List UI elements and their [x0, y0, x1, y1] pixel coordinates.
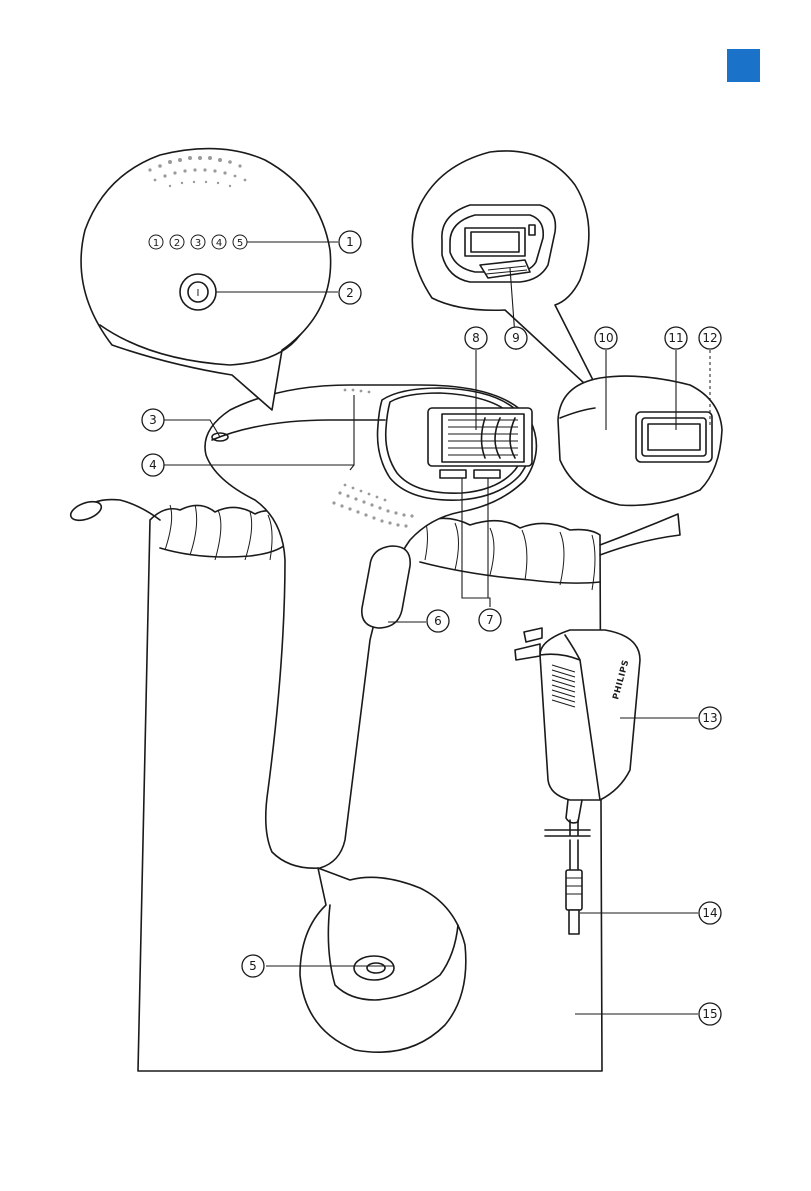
- svg-text:11: 11: [668, 331, 683, 345]
- svg-text:2: 2: [174, 238, 180, 249]
- controls-detail: 1 2 3 4 5 I: [81, 149, 331, 410]
- intensity-light-2: 2: [170, 235, 184, 249]
- callout-6: 6: [427, 610, 449, 632]
- power-adapter: PHILIPS: [515, 628, 640, 934]
- callout-10: 10: [595, 327, 617, 349]
- intensity-light-4: 4: [212, 235, 226, 249]
- callout-9: 9: [505, 327, 527, 349]
- power-button: I: [180, 274, 216, 310]
- callout-4: 4: [142, 454, 164, 476]
- callout-12: 12: [699, 327, 721, 349]
- intensity-light-5: 5: [233, 235, 247, 249]
- svg-text:7: 7: [486, 613, 494, 627]
- svg-text:6: 6: [434, 614, 442, 628]
- svg-text:3: 3: [149, 413, 157, 427]
- callout-13: 13: [699, 707, 721, 729]
- callout-3: 3: [142, 409, 164, 431]
- attachment-interior-detail: [412, 151, 598, 390]
- intensity-light-3: 3: [191, 235, 205, 249]
- svg-text:4: 4: [216, 238, 222, 249]
- sensor-detail: [300, 868, 466, 1052]
- svg-text:13: 13: [702, 711, 717, 725]
- intensity-light-1: 1: [149, 235, 163, 249]
- callout-11: 11: [665, 327, 687, 349]
- svg-text:1: 1: [153, 238, 159, 249]
- svg-text:8: 8: [472, 331, 480, 345]
- callout-2: 2: [339, 282, 361, 304]
- svg-text:2: 2: [346, 286, 354, 300]
- svg-text:1: 1: [346, 235, 354, 249]
- callout-15: 15: [699, 1003, 721, 1025]
- callout-1: 1: [339, 231, 361, 253]
- attachment-switch-detail: [558, 376, 722, 505]
- svg-text:14: 14: [702, 906, 717, 920]
- callout-8: 8: [465, 327, 487, 349]
- svg-text:9: 9: [512, 331, 520, 345]
- callout-5: 5: [242, 955, 264, 977]
- svg-text:5: 5: [249, 959, 257, 973]
- callout-7: 7: [479, 609, 501, 631]
- svg-text:3: 3: [195, 238, 201, 249]
- svg-text:I: I: [197, 288, 200, 299]
- svg-text:15: 15: [702, 1007, 717, 1021]
- svg-text:5: 5: [237, 238, 243, 249]
- svg-text:12: 12: [702, 331, 717, 345]
- svg-text:10: 10: [598, 331, 613, 345]
- svg-text:4: 4: [149, 458, 157, 472]
- callout-14: 14: [699, 902, 721, 924]
